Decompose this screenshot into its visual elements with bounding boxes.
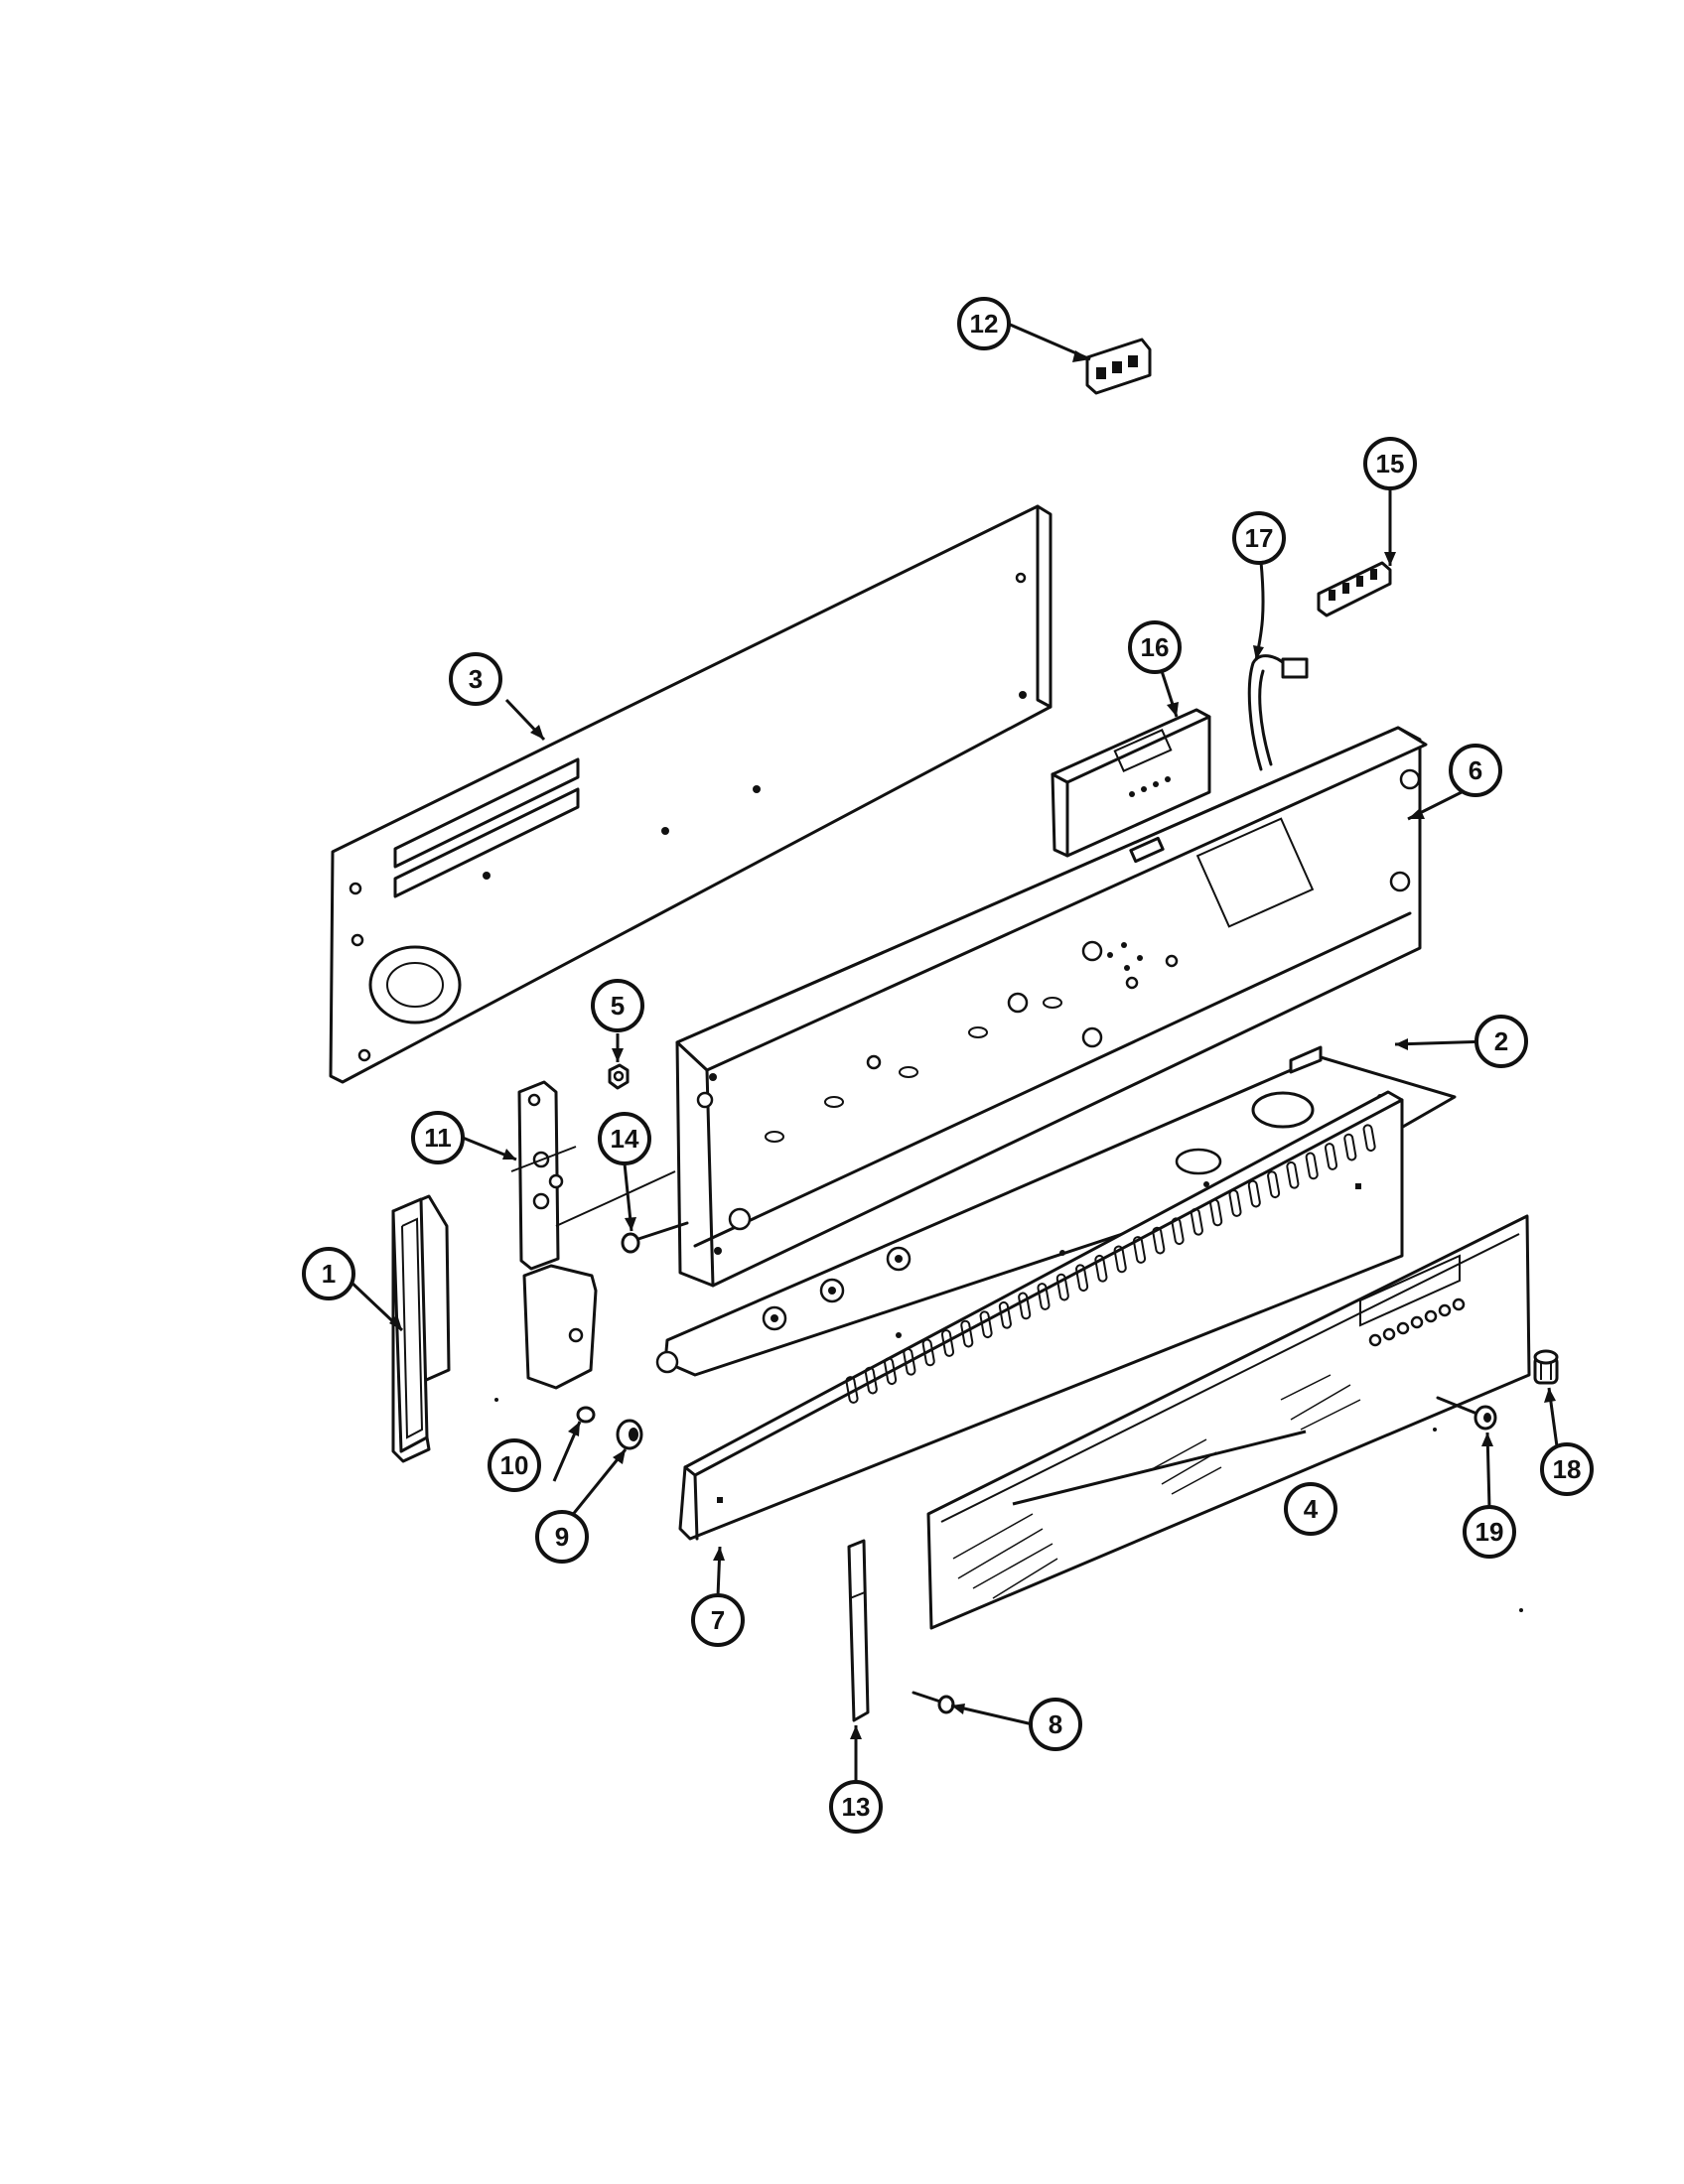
vent-slot [845, 1376, 859, 1404]
callout-13-label: 13 [842, 1792, 871, 1822]
vent-slot [1075, 1264, 1089, 1293]
part-support-bracket [655, 1045, 1457, 1377]
callout-11-label: 11 [424, 1123, 452, 1153]
leader-lines [346, 322, 1559, 1783]
callout-16-label: 16 [1141, 632, 1170, 662]
vent-slot [979, 1310, 993, 1339]
vent-slot [1037, 1283, 1051, 1310]
vent-slot [921, 1338, 935, 1367]
callout-12-label: 12 [970, 309, 999, 339]
callout-13: 13 [829, 1780, 883, 1834]
part-knob-18 [1533, 1349, 1559, 1385]
callout-1-label: 1 [322, 1259, 336, 1289]
vent-slot [1324, 1143, 1338, 1170]
vent-slot [1171, 1217, 1185, 1246]
callout-8-label: 8 [1049, 1709, 1062, 1739]
callout-1: 1 [302, 1247, 355, 1300]
callout-11: 11 [411, 1111, 465, 1164]
glass-knob-hole [1382, 1327, 1396, 1341]
vent-slot [940, 1329, 955, 1357]
vent-slot [1152, 1226, 1166, 1255]
callout-15-label: 15 [1376, 449, 1405, 478]
vent-slot [1286, 1160, 1300, 1189]
part-terminal-block [1317, 561, 1392, 617]
callout-19: 19 [1463, 1505, 1516, 1559]
vent-slot [998, 1300, 1012, 1329]
part-screw-14 [621, 1221, 689, 1254]
part-vented-front-panel [678, 1090, 1404, 1541]
part-trim-strip [847, 1539, 870, 1722]
callout-12: 12 [957, 297, 1011, 350]
callout-8: 8 [1029, 1698, 1082, 1751]
vent-slot [1190, 1207, 1203, 1236]
callout-18-label: 18 [1553, 1454, 1582, 1484]
glass-knob-hole [1424, 1309, 1438, 1323]
vent-slot [1209, 1198, 1223, 1227]
vent-slot [1267, 1170, 1281, 1199]
callout-5: 5 [591, 979, 644, 1032]
part-knob-stem [616, 1419, 643, 1450]
part-control-housing [675, 726, 1428, 1288]
vent-slot [903, 1347, 916, 1376]
vent-slot [1247, 1179, 1261, 1208]
callout-7-label: 7 [711, 1605, 725, 1635]
callout-5-label: 5 [611, 991, 625, 1021]
callout-3: 3 [449, 652, 502, 706]
callout-18: 18 [1540, 1442, 1594, 1496]
callout-14: 14 [598, 1112, 651, 1165]
callout-9: 9 [535, 1510, 589, 1564]
vent-slot [1343, 1133, 1357, 1161]
callout-3-label: 3 [469, 664, 483, 694]
glass-knob-hole [1368, 1333, 1382, 1347]
callout-17-label: 17 [1245, 523, 1274, 553]
part-knob-19 [1436, 1396, 1497, 1431]
part-control-board [1051, 708, 1211, 864]
vent-slot [1055, 1273, 1069, 1301]
part-glass-panel [926, 1214, 1531, 1630]
callout-19-label: 19 [1475, 1517, 1504, 1547]
part-side-bracket [510, 1080, 676, 1390]
vent-slot [1362, 1124, 1376, 1153]
vent-slot [1228, 1189, 1242, 1217]
callout-2: 2 [1474, 1015, 1528, 1068]
vent-slot [1113, 1245, 1127, 1274]
part-wire-harness [1247, 654, 1309, 771]
vent-slot [864, 1366, 878, 1395]
part-nut [608, 1063, 630, 1090]
callout-9-label: 9 [555, 1522, 569, 1552]
part-rear-panel [329, 504, 1052, 1084]
callout-15: 15 [1363, 437, 1417, 490]
callout-17: 17 [1232, 511, 1286, 565]
callout-4: 4 [1284, 1482, 1337, 1536]
vent-slot [1094, 1254, 1108, 1283]
part-end-cap [391, 1194, 451, 1463]
glass-knob-hole [1396, 1321, 1410, 1335]
vent-slot [1305, 1152, 1319, 1180]
callout-6-label: 6 [1469, 755, 1482, 785]
part-clip [576, 1406, 596, 1424]
callout-16: 16 [1128, 620, 1182, 674]
callout-6: 6 [1449, 744, 1502, 797]
part-switch [1085, 338, 1152, 395]
vent-slot [1018, 1292, 1032, 1320]
callout-10: 10 [488, 1438, 541, 1492]
vent-slot [884, 1357, 898, 1386]
callout-4-label: 4 [1304, 1494, 1319, 1524]
callout-2-label: 2 [1494, 1026, 1508, 1056]
glass-knob-hole [1410, 1315, 1424, 1329]
part-screw-8 [912, 1691, 955, 1714]
glass-knob-hole [1438, 1303, 1452, 1317]
callout-10-label: 10 [500, 1450, 529, 1480]
vent-slot [960, 1319, 974, 1348]
vent-slot [1132, 1236, 1147, 1264]
callout-14-label: 14 [611, 1124, 639, 1154]
callout-7: 7 [691, 1593, 745, 1647]
glass-knob-hole [1452, 1297, 1466, 1311]
